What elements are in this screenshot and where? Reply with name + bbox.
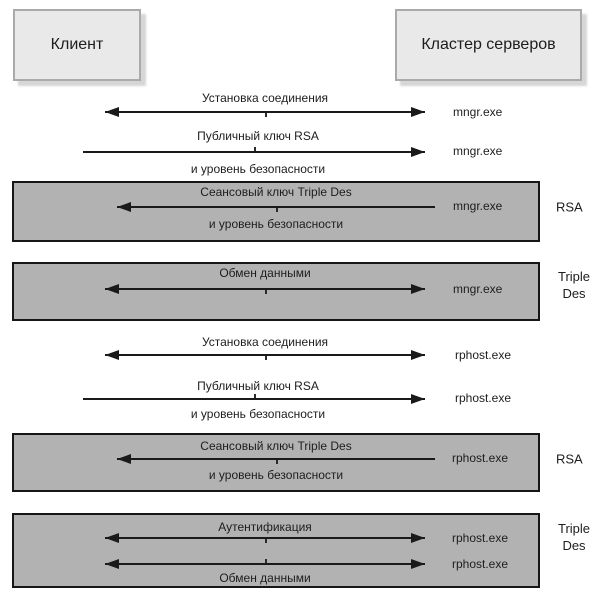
process-label: rphost.exe [452, 451, 509, 465]
process-label: rphost.exe [455, 348, 512, 362]
message-sublabel-security-level: и уровень безопасности [190, 407, 326, 421]
arrow-data-exchange-rphost [105, 559, 425, 569]
arrowhead-right-icon [411, 559, 425, 569]
arrowhead-left-icon [105, 107, 119, 117]
process-label: mngr.exe [453, 105, 503, 119]
message-label-rsa-public-key: Публичный ключ RSA [197, 129, 319, 143]
arrow-authentication-rphost [105, 533, 425, 543]
arrowhead-right-icon [411, 350, 425, 360]
arrow-session-key-mngr [117, 202, 435, 212]
arrow-midpoint-tick [265, 356, 267, 360]
message-sublabel-security-level: и уровень безопасности [190, 162, 326, 176]
band-auth-data-rphost [12, 513, 540, 588]
message-label-rsa-public-key: Публичный ключ RSA [197, 379, 319, 393]
process-label: rphost.exe [455, 391, 512, 405]
arrowhead-left-icon [105, 559, 119, 569]
client-node-box: Клиент [13, 9, 141, 81]
message-sublabel-security-level: и уровень безопасности [208, 468, 344, 482]
server-cluster-node-label: Кластер серверов [421, 36, 556, 53]
arrowhead-left-icon [117, 454, 131, 464]
protocol-label-triple-des: Triple Des [557, 521, 591, 553]
arrowhead-right-icon [411, 533, 425, 543]
message-label-connection-setup: Установка соединения [201, 91, 329, 105]
protocol-label-rsa: RSA [556, 451, 583, 467]
server-cluster-node-box: Кластер серверов [395, 9, 582, 81]
arrow-midpoint-tick [265, 290, 267, 294]
process-label: mngr.exe [453, 199, 503, 213]
process-label: rphost.exe [452, 531, 509, 545]
band-session-key-mngr [12, 181, 540, 242]
client-node-label: Клиент [50, 36, 104, 53]
message-label-authentication: Аутентификация [218, 520, 312, 534]
arrow-rsa-public-key-rphost [83, 394, 425, 404]
band-data-exchange-mngr [12, 262, 540, 321]
arrow-midpoint-tick [276, 208, 278, 212]
arrowhead-left-icon [117, 202, 131, 212]
arrowhead-right-icon [411, 284, 425, 294]
message-label-session-key: Сеансовый ключ Triple Des [200, 185, 352, 199]
arrow-session-key-rphost [117, 454, 435, 464]
message-label-session-key: Сеансовый ключ Triple Des [200, 439, 352, 453]
message-label-data-exchange: Обмен данными [219, 266, 311, 280]
arrowhead-right-icon [411, 394, 425, 404]
arrow-data-exchange-mngr [105, 284, 425, 294]
message-sublabel-security-level: и уровень безопасности [208, 217, 344, 231]
arrowhead-left-icon [105, 533, 119, 543]
arrow-rsa-public-key-mngr [83, 147, 425, 157]
process-label: rphost.exe [452, 557, 509, 571]
arrow-connection-setup-rphost [105, 350, 425, 360]
process-label: mngr.exe [453, 144, 503, 158]
arrow-midpoint-tick [265, 539, 267, 543]
arrowhead-right-icon [411, 147, 425, 157]
process-label: mngr.exe [453, 282, 503, 296]
protocol-label-rsa: RSA [556, 199, 583, 215]
arrow-midpoint-tick [276, 460, 278, 464]
arrow-connection-setup-mngr [105, 107, 425, 117]
arrow-midpoint-tick [265, 113, 267, 117]
arrow-midpoint-tick [254, 147, 256, 151]
arrow-midpoint-tick [254, 394, 256, 398]
protocol-label-triple-des: Triple Des [557, 269, 591, 301]
arrowhead-right-icon [411, 107, 425, 117]
arrowhead-left-icon [105, 284, 119, 294]
message-label-connection-setup: Установка соединения [201, 335, 329, 349]
arrowhead-left-icon [105, 350, 119, 360]
message-label-data-exchange: Обмен данными [219, 571, 311, 585]
arrow-midpoint-tick [265, 559, 267, 563]
